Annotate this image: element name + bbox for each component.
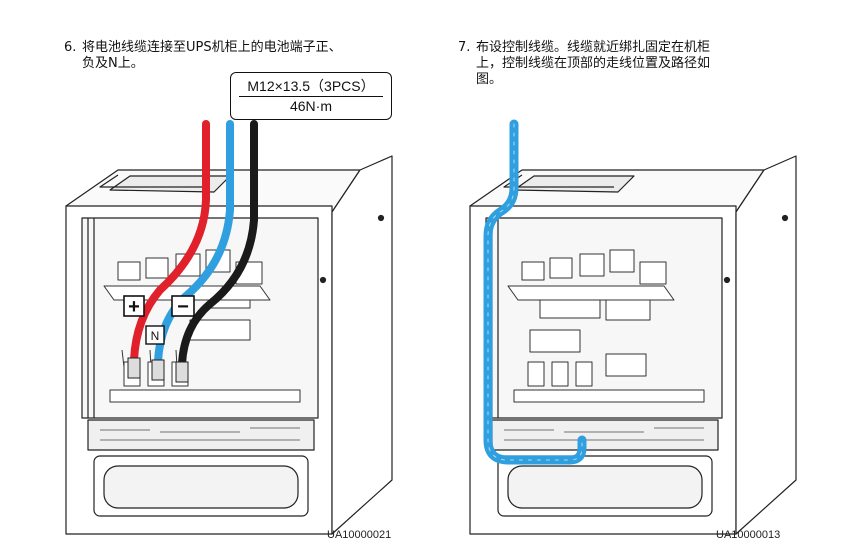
figure-code-right: UA10000013: [716, 529, 781, 541]
figure-code-left: UA10000021: [327, 529, 392, 541]
battery-cable-figure: + − N: [65, 120, 393, 535]
torque-bolt-spec: M12×13.5（3PCS）: [247, 78, 375, 94]
cabinet-top-panel: [109, 175, 231, 193]
step-6-line-2: 负及N上。: [82, 56, 144, 71]
neutral-mark-label: N: [151, 329, 160, 343]
step-7-line-2: 上，控制线缆在顶部的走线位置及路径如: [476, 56, 711, 71]
neutral-mark: [145, 325, 165, 345]
control-cable-figure: [469, 119, 797, 535]
negative-cable: [178, 120, 258, 368]
step-7-line-1: 布设控制线缆。线缆就近绑扎固定在机柜: [476, 40, 711, 55]
negative-mark-label: −: [177, 296, 189, 318]
torque-value: 46N·m: [289, 98, 332, 114]
torque-divider: [239, 96, 383, 97]
positive-cable: [130, 120, 210, 364]
control-module: [491, 419, 719, 451]
positive-mark: [123, 295, 145, 317]
step-7-number: 7.: [458, 40, 471, 55]
step-7-line-3: 图。: [476, 72, 503, 87]
torque-callout: M12×13.5（3PCS） 46N·m: [230, 72, 392, 120]
step-6-line-1: 将电池线缆连接至UPS机柜上的电池端子正、: [82, 40, 342, 55]
control-module: [87, 419, 315, 451]
positive-mark-label: +: [128, 296, 140, 318]
cabinet-side-panel: [331, 155, 393, 535]
negative-mark: [171, 295, 195, 317]
cabinet-side-panel: [735, 155, 797, 535]
step-6-number: 6.: [64, 40, 77, 55]
cabinet-top-panel: [513, 175, 635, 193]
